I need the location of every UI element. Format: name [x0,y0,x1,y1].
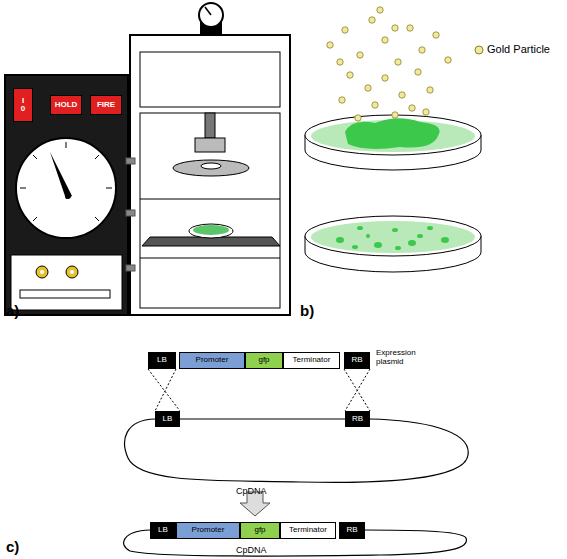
hold-button: HOLD [50,95,82,115]
node-text: FIRE [97,101,115,109]
node-text: I 0 [19,97,27,114]
terminator-box: Terminator [280,522,336,539]
panel-label: b) [300,302,314,319]
stopping-screen [173,160,249,176]
node-text: LB [163,415,173,423]
gold-particles [327,7,451,121]
node-text: LB [158,526,168,534]
dna-label: CpDNA [236,486,267,496]
transformed-colonies [336,226,449,250]
legend-particle [475,46,483,54]
node-text: RB [346,526,357,534]
border-box: RB [344,352,370,369]
gene-box: gfp [240,522,280,539]
node-text: Terminator [289,526,327,534]
vacuum-chamber [130,35,290,315]
border-box: LB [155,411,180,427]
macrocarrier-launch [195,138,225,152]
fire-button: FIRE [90,95,122,115]
node-text: Promoter [196,356,229,364]
gauge-needle [50,152,72,199]
node-text: Terminator [293,356,331,364]
power-button: I 0 [13,88,33,122]
border-box: RB [345,411,370,427]
border-box: LB [150,522,176,539]
node-text: HOLD [55,101,78,109]
node-text: gfp [254,526,265,534]
crossover-line [344,369,370,411]
border-box: LB [148,352,176,369]
chloroplast-dna [125,419,469,482]
panel-label: c) [6,538,19,555]
promoter-box: Promoter [176,522,240,539]
chamber-gauge [199,3,223,27]
border-box: RB [339,522,365,539]
control-unit [5,75,128,315]
legend-label: Gold Particle [487,43,550,55]
panel-label: a) [6,302,19,319]
plant-tissue [345,118,440,149]
promoter-box: Promoter [179,352,245,369]
node-text: gfp [258,356,269,364]
vacuum-gauge [16,138,116,238]
crossover-line [148,369,180,411]
dna-label: CpDNA [236,545,267,555]
node-text: RB [351,356,362,364]
node-text: LB [157,356,167,364]
sample-port [11,255,122,310]
node-text: Promoter [192,526,225,534]
plasmid-label: Expression plasmid [376,349,420,367]
gene-box: gfp [245,352,283,369]
node-text: RB [352,415,363,423]
terminator-box: Terminator [283,352,340,369]
